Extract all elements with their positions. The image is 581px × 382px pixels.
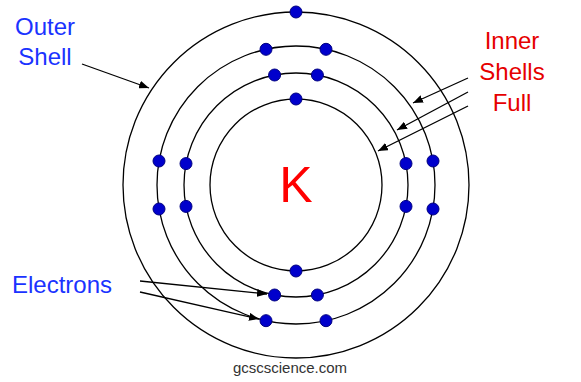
electron [311, 69, 323, 81]
leader-arrow [140, 292, 259, 319]
electrons [153, 6, 439, 327]
inner-shells-label-text: Inner Shells Full [479, 25, 544, 118]
watermark: gcscscience.com [233, 359, 347, 377]
electron [400, 200, 412, 212]
electrons-label-text: Electrons [12, 270, 112, 300]
electron [400, 158, 412, 170]
outer-shell-ring [123, 12, 469, 358]
electron [320, 315, 332, 327]
watermark-text: gcscscience.com [233, 359, 347, 377]
electron [427, 155, 439, 167]
nucleus-shell-circle: K [210, 99, 382, 271]
leader-arrow [413, 78, 468, 103]
inner-shells-label: Inner Shells Full [479, 25, 544, 118]
electron [311, 289, 323, 301]
electron [427, 203, 439, 215]
electron [180, 200, 192, 212]
electron [290, 93, 302, 105]
leader-arrow [140, 281, 267, 294]
electron [269, 289, 281, 301]
leader-arrows [82, 64, 468, 319]
electron [269, 69, 281, 81]
electron [180, 158, 192, 170]
electron [153, 155, 165, 167]
outer-shell-label: Outer Shell [15, 12, 75, 72]
electron-shells [123, 12, 469, 358]
third-shell-ring [157, 46, 435, 324]
electrons-label: Electrons [12, 270, 112, 300]
element-symbol: K [279, 160, 312, 210]
leader-arrow [378, 106, 468, 151]
inner-shell-ring [210, 99, 382, 271]
electron [290, 6, 302, 18]
electron [320, 43, 332, 55]
leader-arrow [82, 64, 149, 88]
outer-shell-label-text: Outer Shell [15, 12, 75, 72]
electron [153, 203, 165, 215]
electron [290, 265, 302, 277]
electron [260, 315, 272, 327]
second-shell-ring [184, 73, 408, 297]
electron [260, 43, 272, 55]
node-content: K [210, 99, 382, 271]
